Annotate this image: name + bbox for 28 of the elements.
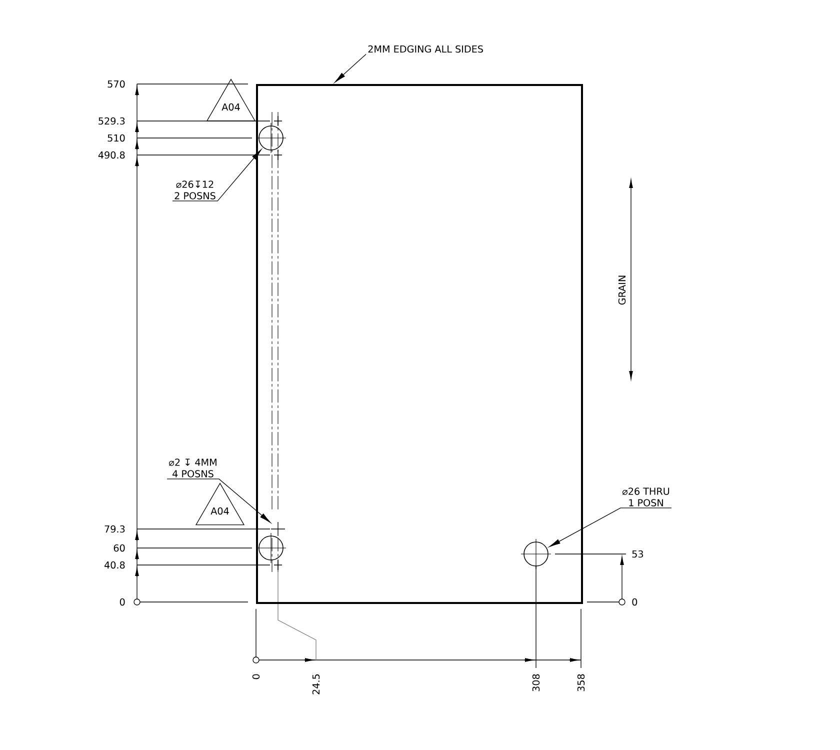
dimension-label: 40.8 [104, 561, 125, 569]
panel-outline [256, 84, 583, 604]
dimension-label: 0 [632, 598, 638, 606]
dimension-label: 490.8 [98, 151, 125, 159]
leader-line [549, 508, 672, 548]
dimension-label: 510 [108, 134, 125, 142]
dimension-label: 529.3 [98, 117, 125, 125]
callout-text: ⌀26 THRU 1 POSN [622, 488, 670, 506]
leader-line [166, 478, 271, 523]
callout-text: 2MM EDGING ALL SIDES [368, 45, 483, 53]
grain-label: GRAIN [618, 276, 626, 305]
callout-text: ⌀26↧12 2 POSNS [174, 180, 216, 200]
dimension-label: 79.3 [104, 525, 125, 533]
hole-circle [258, 536, 284, 560]
hole-circle [524, 542, 548, 566]
hole-mark [271, 522, 285, 536]
dimension-label: 53 [632, 550, 644, 558]
leader-line [172, 149, 262, 202]
dimension-label: 0 [120, 598, 125, 606]
dimension-label: 0 [252, 674, 260, 680]
hole-circle [258, 126, 284, 150]
dimension-label: 60 [114, 544, 125, 552]
callout-text: ⌀2 ↧ 4MM 4 POSNS [169, 458, 216, 478]
dimension-label: 570 [108, 80, 125, 88]
leader-line [334, 54, 366, 82]
dimension-label: 24.5 [312, 674, 320, 694]
dimension-label: 358 [577, 674, 585, 692]
dimension-label: 308 [532, 674, 540, 692]
